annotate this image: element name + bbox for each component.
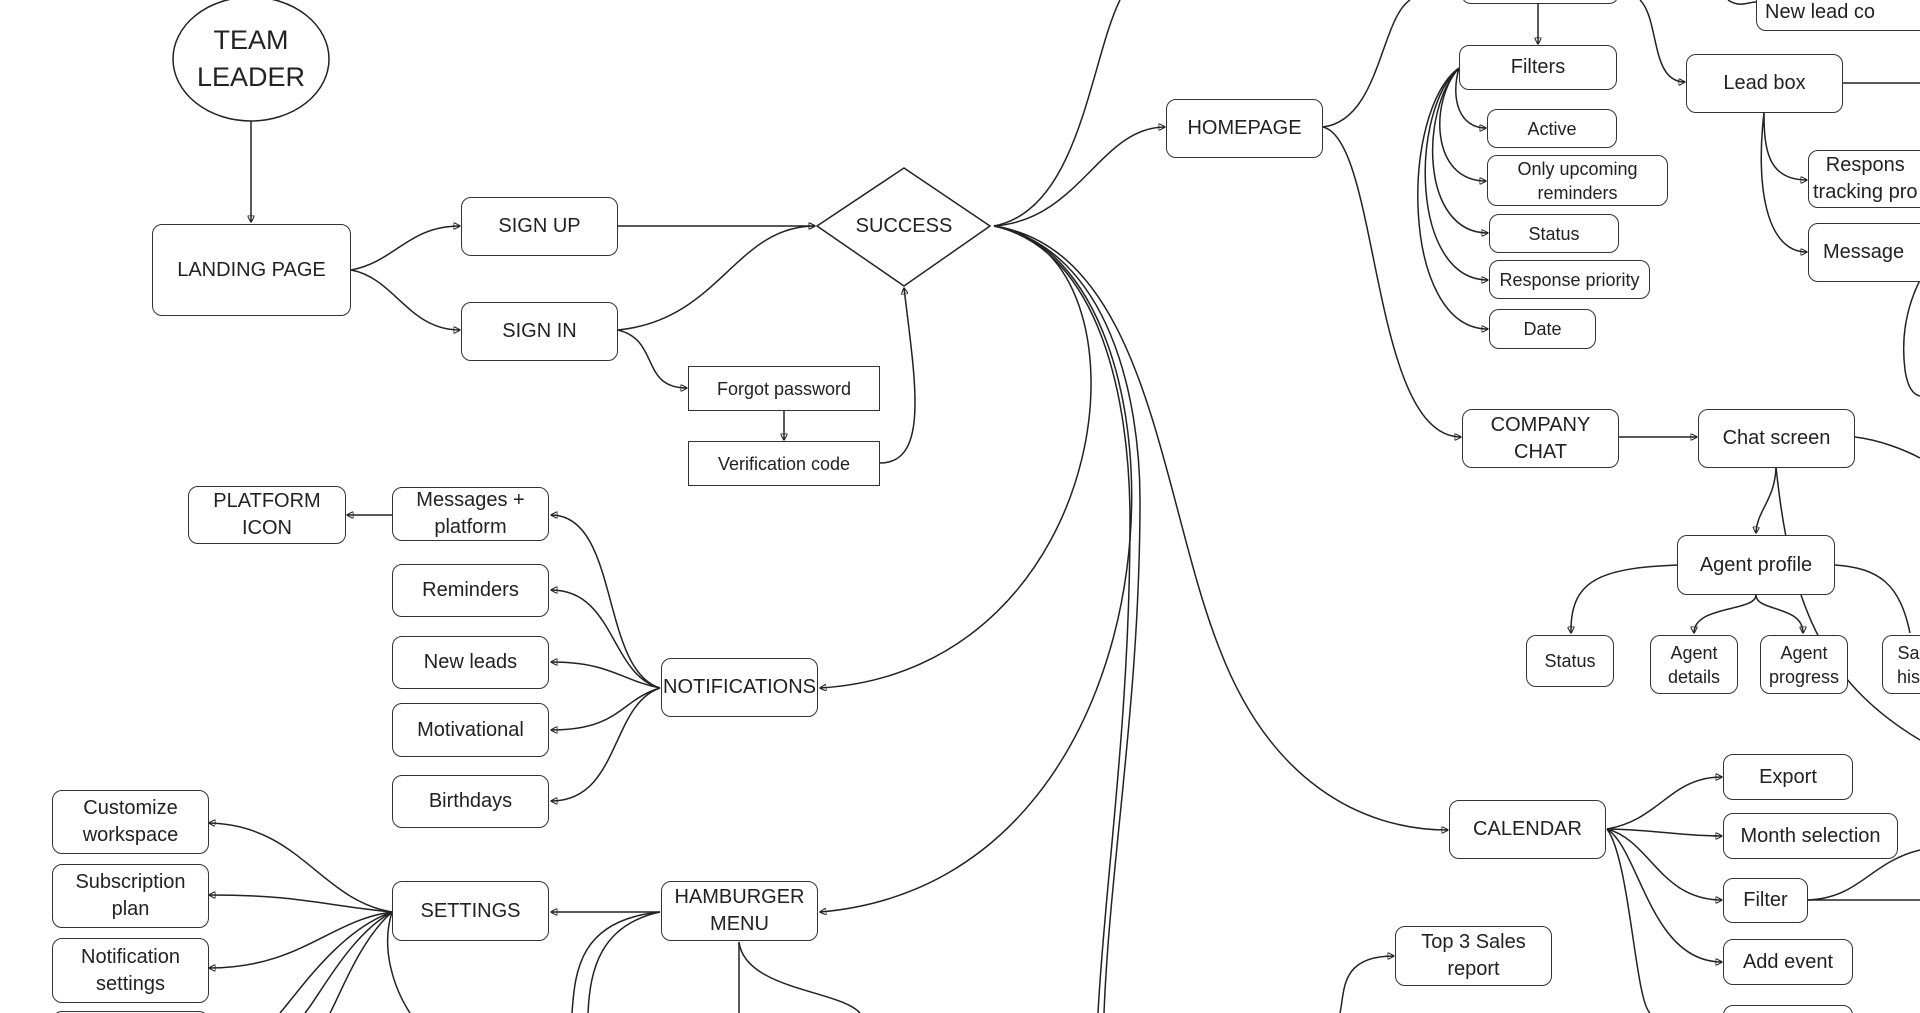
notification-settings-node[interactable]: Notification settings [52, 938, 209, 1003]
edge-filters-to-active [1455, 67, 1486, 128]
platform-icon-node[interactable]: PLATFORM ICON [188, 486, 346, 544]
edge-notifications-to-messages [551, 515, 661, 689]
edge-success-to-notifications [820, 225, 1092, 688]
edge-filters-to-status [1431, 67, 1488, 233]
add-event-node[interactable]: Add event [1723, 939, 1853, 985]
edge-right-edge-curve [1902, 279, 1920, 397]
verification-code-node[interactable]: Verification code [688, 441, 880, 486]
notifications-node[interactable]: NOTIFICATIONS [661, 658, 818, 717]
edge-hamburger-down-a [571, 911, 661, 1013]
edge-chat-screen-to-agent-profile [1756, 466, 1777, 533]
edge-chat-screen-right [1854, 436, 1920, 459]
agent-status-node[interactable]: Status [1526, 635, 1614, 687]
edge-notifications-to-birthdays [551, 687, 661, 801]
lead-box-node[interactable]: Lead box [1686, 54, 1843, 113]
top-partial-node[interactable] [1461, 0, 1619, 4]
export-node[interactable]: Export [1723, 754, 1853, 800]
sign-up-node[interactable]: SIGN UP [461, 197, 618, 256]
edge-landing-to-signin [350, 269, 460, 330]
agent-profile-node[interactable]: Agent profile [1677, 535, 1835, 595]
hamburger-menu-node[interactable]: HAMBURGER MENU [661, 881, 818, 941]
subscription-plan-node[interactable]: Subscription plan [52, 864, 209, 928]
edge-filter-right-a [1807, 849, 1920, 901]
edge-calendar-to-month [1606, 828, 1722, 836]
edge-hamburger-down-b [587, 911, 661, 1013]
edge-homepage-to-company-chat [1322, 126, 1461, 437]
edge-success-to-bottom-b [993, 225, 1131, 1013]
status-filter-node[interactable]: Status [1489, 214, 1619, 253]
edge-success-to-hamburger [820, 225, 1133, 912]
response-tracking-partial-node[interactable]: Respons tracking pro [1808, 150, 1920, 208]
settings-node[interactable]: SETTINGS [392, 881, 549, 941]
edge-settings-down-d [386, 911, 411, 1013]
filter-node[interactable]: Filter [1723, 878, 1808, 923]
top3-sales-report-node[interactable]: Top 3 Sales report [1395, 926, 1552, 986]
edge-into-top3 [1339, 956, 1394, 1013]
sales-history-partial-node[interactable]: Sa his [1882, 635, 1920, 694]
edge-landing-to-signup [350, 226, 460, 271]
edge-lead-box-to-response [1763, 112, 1807, 180]
edge-verification-to-success [879, 288, 916, 464]
month-selection-node[interactable]: Month selection [1723, 813, 1898, 859]
edge-settings-down-c [329, 911, 393, 1013]
edge-settings-to-customize [209, 823, 393, 913]
edge-notifications-to-reminders [551, 590, 661, 689]
edge-signin-to-forgot [617, 329, 687, 388]
edge-top-to-lead-box [1639, 0, 1685, 82]
date-node[interactable]: Date [1489, 309, 1596, 349]
forgot-password-node[interactable]: Forgot password [688, 366, 880, 411]
motivational-node[interactable]: Motivational [392, 703, 549, 757]
only-upcoming-reminders-node[interactable]: Only upcoming reminders [1487, 155, 1668, 206]
response-priority-node[interactable]: Response priority [1489, 260, 1650, 299]
sign-in-node[interactable]: SIGN IN [461, 302, 618, 361]
edge-settings-to-subscription [209, 895, 393, 913]
landing-page-node[interactable]: LANDING PAGE [152, 224, 351, 316]
edge-homepage-to-top [1322, 0, 1411, 128]
new-leads-node[interactable]: New leads [392, 636, 549, 689]
agent-progress-node[interactable]: Agent progress [1760, 635, 1848, 694]
edge-settings-to-notification-settings [209, 911, 393, 968]
edge-success-to-homepage [993, 127, 1165, 227]
edge-hamburger-down-d [738, 941, 861, 1013]
edge-calendar-down [1606, 828, 1651, 1013]
company-chat-node[interactable]: COMPANY CHAT [1462, 409, 1619, 468]
chat-screen-node[interactable]: Chat screen [1698, 409, 1855, 468]
new-lead-partial-node[interactable]: New lead co [1756, 0, 1920, 31]
edge-success-to-top [993, 0, 1121, 227]
edge-success-to-calendar [993, 225, 1448, 830]
birthdays-node[interactable]: Birthdays [392, 775, 549, 828]
agent-details-node[interactable]: Agent details [1650, 635, 1738, 694]
active-node[interactable]: Active [1487, 109, 1617, 148]
filters-node[interactable]: Filters [1459, 45, 1617, 90]
edge-settings-down-a [279, 911, 393, 1013]
edge-agent-profile-to-progress [1755, 594, 1803, 633]
customize-workspace-node[interactable]: Customize workspace [52, 790, 209, 854]
edge-lead-box-to-message [1760, 112, 1807, 252]
edge-notifications-to-new-leads [551, 662, 661, 689]
edge-success-to-bottom-a [993, 225, 1141, 1013]
homepage-node[interactable]: HOMEPAGE [1166, 99, 1323, 158]
edge-agent-profile-to-details [1694, 594, 1757, 633]
edge-notifications-to-motivational [551, 687, 661, 730]
message-partial-node[interactable]: Message [1808, 223, 1920, 282]
edge-top-to-new-lead [1727, 0, 1757, 5]
team-leader-circle[interactable] [172, 0, 330, 122]
messages-platform-node[interactable]: Messages + platform [392, 487, 549, 541]
calendar-node[interactable]: CALENDAR [1449, 800, 1606, 859]
edge-agent-profile-to-status [1571, 564, 1679, 633]
reminders-node[interactable]: Reminders [392, 564, 549, 617]
edge-filters-to-response-priority [1424, 67, 1488, 280]
edge-signin-to-success [617, 226, 815, 331]
edge-chat-screen-long [1775, 466, 1920, 741]
edge-calendar-to-filter [1606, 828, 1722, 900]
edge-agent-profile-right [1834, 564, 1911, 634]
success-diamond[interactable] [815, 167, 992, 287]
edge-calendar-to-add-event [1606, 828, 1722, 962]
partial-bottom-right-node[interactable] [1723, 1005, 1853, 1013]
edge-filters-to-date [1417, 67, 1488, 329]
edge-calendar-to-export [1606, 777, 1722, 830]
edge-settings-down-b [304, 911, 393, 1013]
